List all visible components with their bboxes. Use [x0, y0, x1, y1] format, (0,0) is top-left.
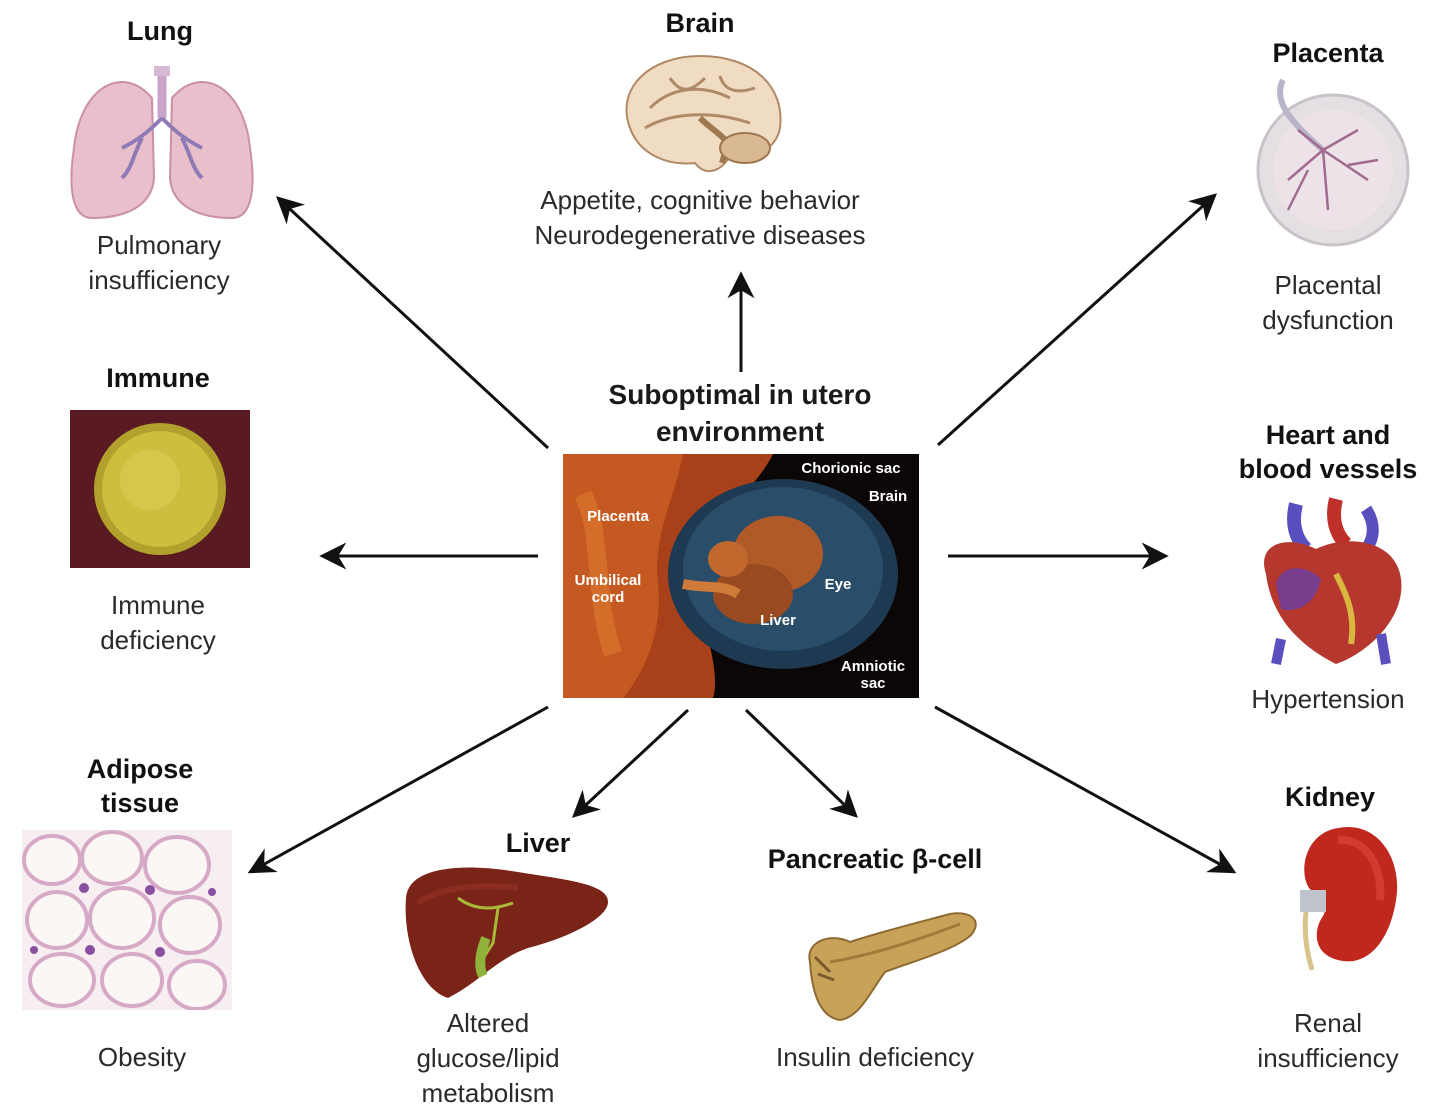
pancreas-description: Insulin deficiency	[776, 1042, 974, 1072]
placenta-illustration	[1256, 78, 1410, 247]
kidney-title: Kidney	[1284, 782, 1376, 812]
heart-description: Hypertension	[1251, 684, 1405, 714]
brain-desc-line2: Neurodegenerative diseases	[534, 220, 866, 250]
pancreas-illustration	[808, 912, 977, 1022]
label-brain: Brain	[868, 488, 908, 505]
placenta-desc-line2: dysfunction	[1262, 305, 1394, 335]
center-title: Suboptimal in utero environment	[560, 376, 920, 450]
kidney-description: Renal insufficiency	[1228, 1006, 1428, 1076]
heart-title-line1: Heart and	[1265, 420, 1391, 450]
arrow-to-liver	[572, 708, 690, 818]
center-title-line2: environment	[655, 416, 825, 447]
liver-desc-line1: Altered	[446, 1008, 530, 1038]
lung-desc-line1: Pulmonary	[96, 230, 222, 260]
arrow-to-pancreas	[744, 708, 858, 818]
liver-description: Altered glucose/lipid metabolism	[378, 1006, 598, 1111]
arrow-to-lung	[276, 196, 550, 450]
kidney-illustration	[1300, 826, 1398, 970]
liver-title: Liver	[505, 828, 571, 858]
embryo-photo: Chorionic sac Brain Placenta Umbilical c…	[563, 454, 919, 698]
placenta-description: Placental dysfunction	[1228, 268, 1428, 338]
brain-title: Brain	[665, 8, 735, 38]
arrow-to-kidney	[934, 705, 1237, 874]
lung-description: Pulmonary insufficiency	[54, 228, 264, 298]
kidney-desc-line2: insufficiency	[1257, 1043, 1399, 1073]
lung-desc-line2: insufficiency	[88, 265, 230, 295]
lung-title: Lung	[127, 16, 193, 46]
adipose-description: Obesity	[97, 1042, 187, 1072]
heart-title: Heart and blood vessels	[1218, 418, 1438, 486]
adipose-title: Adipose tissue	[60, 752, 220, 820]
label-eye: Eye	[824, 576, 852, 593]
brain-description: Appetite, cognitive behavior Neurodegene…	[470, 183, 930, 253]
heart-title-line2: blood vessels	[1238, 454, 1418, 484]
placenta-title: Placenta	[1272, 38, 1384, 68]
pancreas-title: Pancreatic β-cell	[767, 844, 983, 874]
liver-illustration	[405, 867, 608, 998]
label-amniotic-sac: Amniotic sac	[840, 658, 906, 692]
heart-illustration	[1264, 497, 1402, 665]
arrow-to-placenta	[936, 193, 1218, 447]
immune-cell-illustration	[70, 410, 250, 568]
lung-illustration	[70, 66, 254, 220]
brain-illustration	[625, 54, 782, 172]
embryo-photo-image	[563, 454, 898, 698]
label-liver: Liver	[760, 612, 796, 629]
adipose-title-line1: Adipose	[86, 754, 194, 784]
immune-desc-line2: deficiency	[100, 625, 216, 655]
center-title-line1: Suboptimal in utero	[608, 379, 872, 410]
placenta-desc-line1: Placental	[1274, 270, 1382, 300]
liver-desc-line3: metabolism	[421, 1078, 555, 1108]
brain-desc-line1: Appetite, cognitive behavior	[540, 185, 860, 215]
kidney-desc-line1: Renal	[1294, 1008, 1362, 1038]
liver-desc-line2: glucose/lipid	[416, 1043, 560, 1073]
label-umbilical-cord: Umbilical cord	[574, 572, 642, 606]
immune-title: Immune	[106, 363, 210, 393]
adipose-tissue-illustration	[22, 830, 232, 1010]
label-placenta: Placenta	[587, 508, 649, 525]
label-chorionic-sac: Chorionic sac	[801, 460, 901, 477]
immune-description: Immune deficiency	[58, 588, 258, 658]
immune-desc-line1: Immune	[111, 590, 205, 620]
adipose-title-line2: tissue	[100, 788, 180, 818]
arrow-to-adipose	[247, 705, 549, 874]
